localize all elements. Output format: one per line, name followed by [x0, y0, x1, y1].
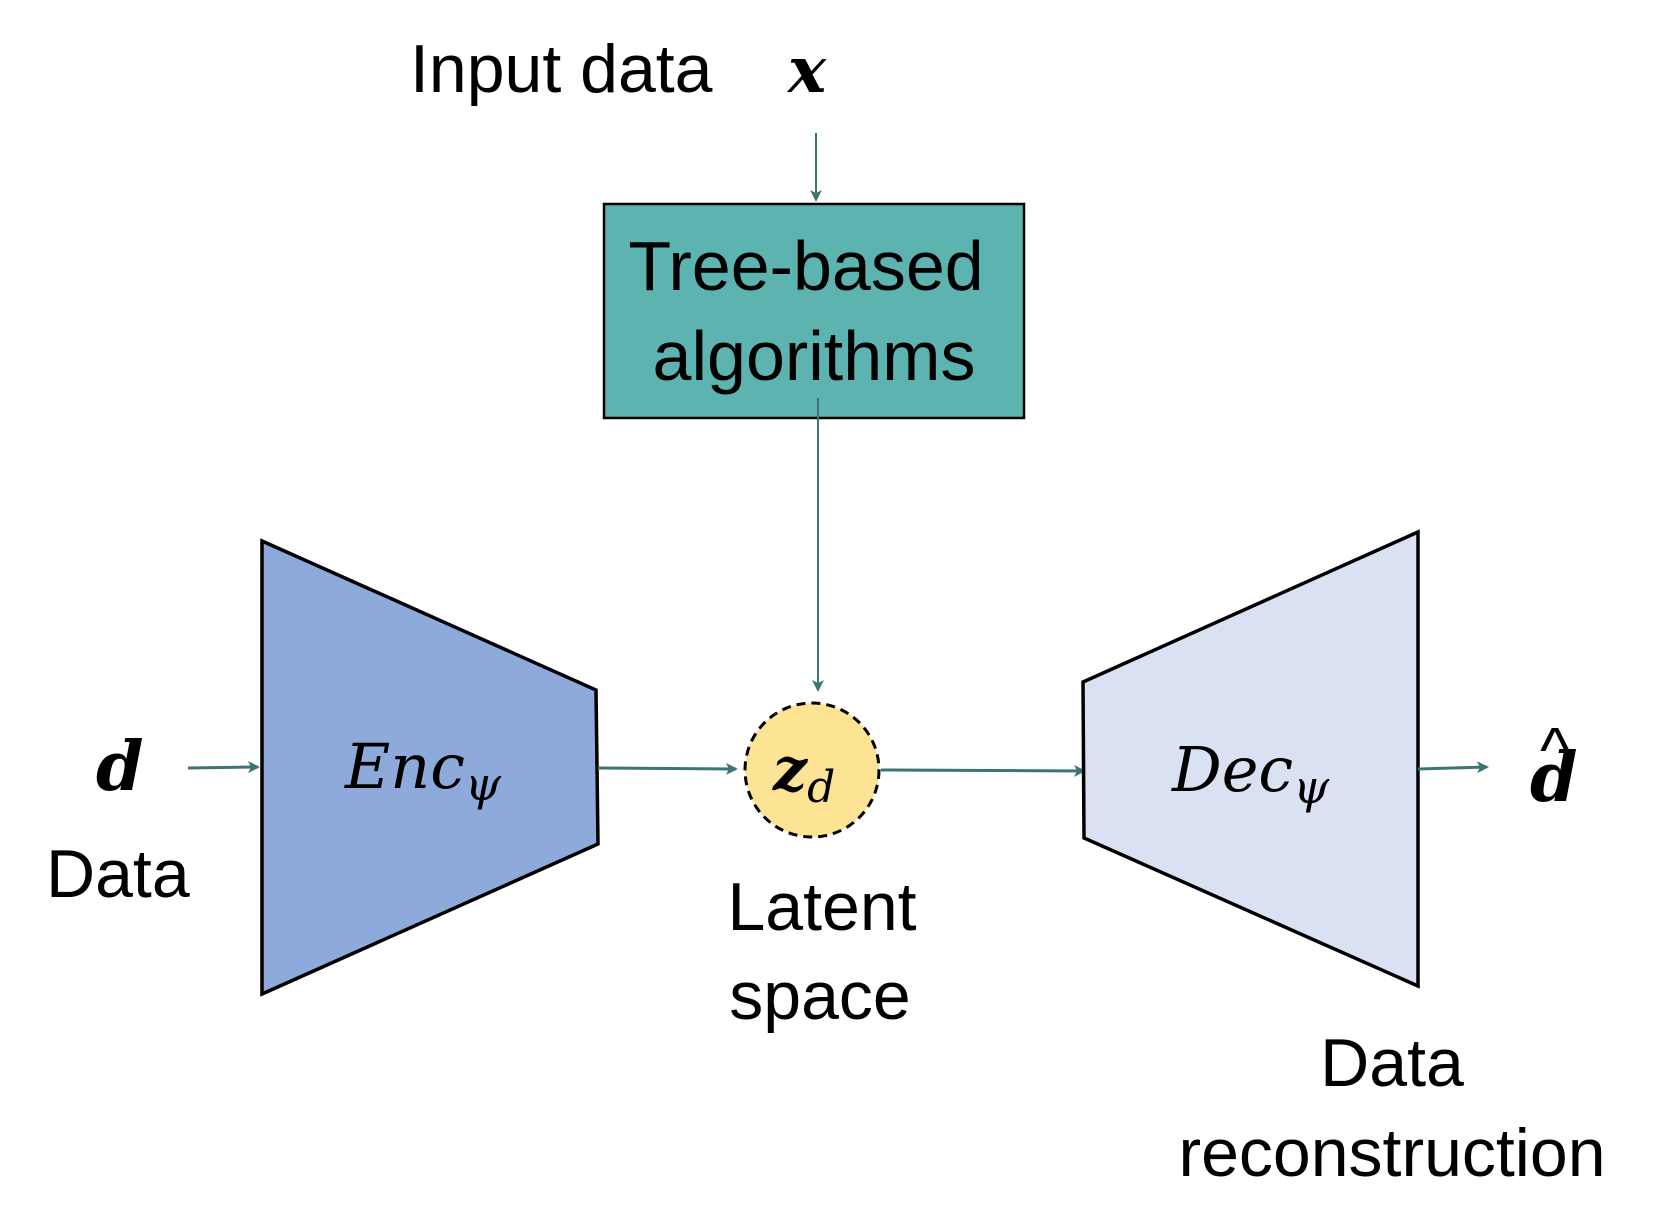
- encoder-trapezoid: [260, 538, 600, 997]
- arrow-latent-to-decoder: [880, 764, 1086, 777]
- output-hat-accent: ^: [1540, 714, 1570, 786]
- decoder-subscript: ψ: [1293, 760, 1330, 814]
- arrow-encoder-to-latent: [597, 762, 738, 775]
- latent-base: z: [772, 735, 809, 805]
- arrow-data-to-encoder: [187, 761, 260, 774]
- latent-subscript: d: [807, 762, 835, 813]
- tree-box-line1: Tree-based: [628, 227, 983, 305]
- data-d-symbol: d: [96, 727, 144, 807]
- latent-space-line1: Latent: [727, 869, 916, 945]
- reconstruction-line1: Data: [1320, 1025, 1464, 1101]
- latent-circle: [743, 701, 881, 839]
- encoder-label: Encψ: [344, 730, 502, 811]
- latent-space-line2: space: [729, 958, 910, 1034]
- reconstruction-line2: reconstruction: [1178, 1115, 1605, 1191]
- latent-label: zd: [772, 735, 835, 813]
- data-label: Data: [46, 836, 190, 912]
- encoder-subscript: ψ: [465, 757, 502, 811]
- input-x-symbol: x: [786, 33, 827, 108]
- tree-box-line2: algorithms: [653, 317, 976, 395]
- output-d-hat-symbol: d: [1530, 738, 1578, 818]
- arrow-decoder-to-output: [1417, 761, 1489, 774]
- input-data-label: Input data: [410, 31, 713, 107]
- encoder-base: Enc: [344, 730, 465, 803]
- decoder-base: Dec: [1171, 733, 1293, 806]
- decoder-label: Decψ: [1171, 733, 1330, 814]
- tree-based-box: [602, 202, 1026, 420]
- decoder-trapezoid: [1081, 529, 1420, 989]
